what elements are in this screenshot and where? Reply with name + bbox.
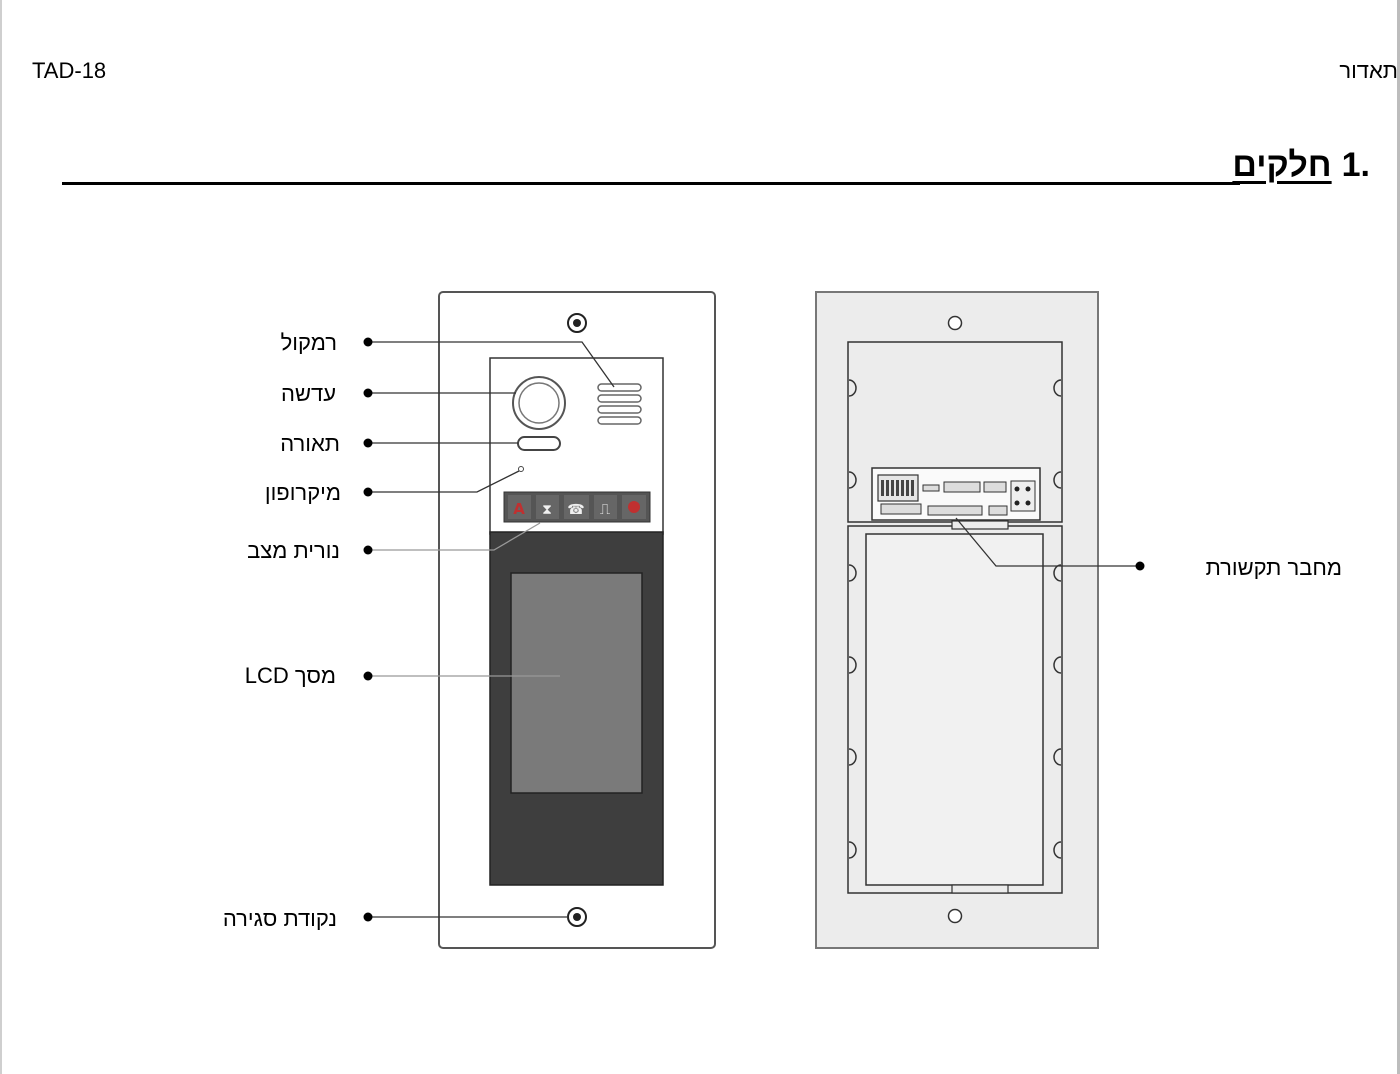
label-speaker: רמקול bbox=[280, 330, 337, 355]
back-panel bbox=[815, 291, 1099, 949]
svg-text:A: A bbox=[513, 500, 525, 518]
front-panel: A ⧗ ☎ ⎍ bbox=[438, 291, 716, 949]
microphone-hole-icon bbox=[518, 466, 524, 472]
speaker-grille-icon bbox=[597, 383, 642, 425]
section-title: חלקים bbox=[1232, 146, 1332, 184]
front-callouts bbox=[368, 341, 615, 918]
heading-rule bbox=[62, 182, 1240, 185]
label-comm-connector: מחבר תקשורת bbox=[1205, 555, 1342, 580]
back-bottom-hole-icon bbox=[947, 908, 963, 924]
svg-text:☎: ☎ bbox=[567, 502, 584, 518]
light-icon bbox=[517, 436, 561, 451]
lens-icon bbox=[512, 376, 566, 430]
section-number: .1 bbox=[1341, 146, 1370, 184]
back-top-hole-icon bbox=[947, 315, 963, 331]
label-lcd-screen: מסך LCD bbox=[244, 663, 336, 688]
label-lock-point: נקודת סגירה bbox=[222, 906, 337, 931]
section-heading: .1 חלקים bbox=[1232, 146, 1370, 185]
front-callout-dots bbox=[363, 337, 373, 922]
connector-board bbox=[871, 467, 1041, 521]
label-status-led: נורית מצב bbox=[247, 538, 340, 563]
label-lens: עדשה bbox=[281, 381, 336, 406]
header-model: TAD-18 bbox=[32, 58, 107, 83]
page-edge-right bbox=[1397, 0, 1400, 1074]
svg-text:⧗: ⧗ bbox=[542, 502, 552, 518]
label-lighting: תאורה bbox=[280, 431, 340, 456]
back-callout bbox=[955, 517, 1145, 571]
header-brand: תאדור bbox=[1339, 58, 1398, 83]
label-microphone: מיקרופון bbox=[264, 480, 341, 505]
status-led-strip: A ⧗ ☎ ⎍ bbox=[503, 491, 651, 523]
top-screw-icon bbox=[567, 313, 587, 333]
page-edge-left bbox=[0, 0, 2, 1074]
lcd-screen bbox=[510, 572, 643, 794]
svg-text:⎍: ⎍ bbox=[600, 500, 611, 518]
